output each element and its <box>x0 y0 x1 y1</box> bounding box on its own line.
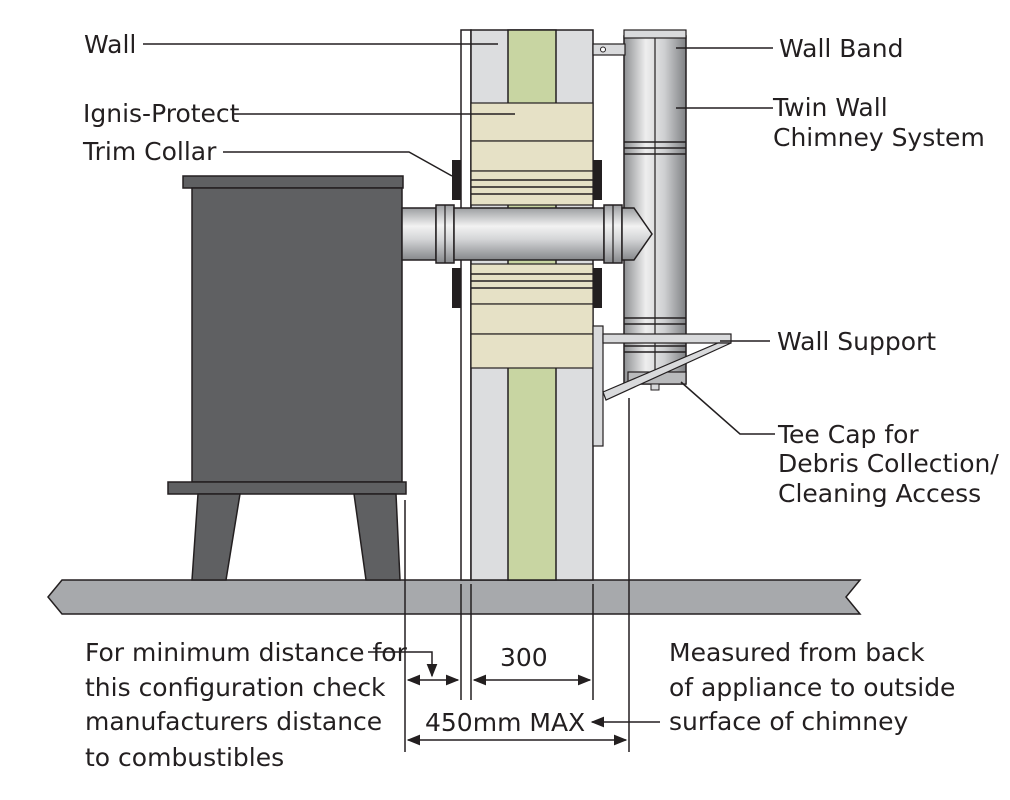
label-wall-band: Wall Band <box>779 34 903 63</box>
label-tee-cap-2: Debris Collection/ <box>778 449 999 478</box>
trim-collar <box>452 160 602 308</box>
label-wall-support: Wall Support <box>777 327 936 356</box>
ignis-protect-lower <box>470 263 594 369</box>
wall-band <box>592 43 626 56</box>
label-tee-cap-3: Cleaning Access <box>778 479 981 508</box>
dimension-extension-lines <box>404 398 630 752</box>
wall-support <box>592 325 732 447</box>
label-twin-wall-2: Chimney System <box>773 123 985 152</box>
floor <box>47 579 862 615</box>
note-min-distance-1: For minimum distance for <box>85 638 408 667</box>
note-min-distance-3: manufacturers distance <box>85 707 382 736</box>
label-tee-cap-1: Tee Cap for <box>777 420 919 449</box>
note-measured-2: of appliance to outside <box>669 673 955 702</box>
note-measured-1: Measured from back <box>669 638 925 667</box>
ignis-protect-upper <box>470 102 594 206</box>
flue-pipe-horizontal <box>401 204 653 264</box>
leader-lines <box>143 43 775 435</box>
dimension-lines <box>368 651 660 746</box>
note-min-distance-4: to combustibles <box>85 743 284 772</box>
note-min-distance-2: this configuration check <box>85 673 386 702</box>
dimension-450-max: 450mm MAX <box>425 708 585 737</box>
label-twin-wall-1: Twin Wall <box>772 93 888 122</box>
note-measured-3: surface of chimney <box>669 707 908 736</box>
label-trim-collar: Trim Collar <box>82 137 217 166</box>
label-ignis-protect: Ignis-Protect <box>83 99 240 128</box>
dimension-300: 300 <box>500 643 548 672</box>
stove <box>167 175 407 581</box>
label-wall: Wall <box>84 30 136 59</box>
